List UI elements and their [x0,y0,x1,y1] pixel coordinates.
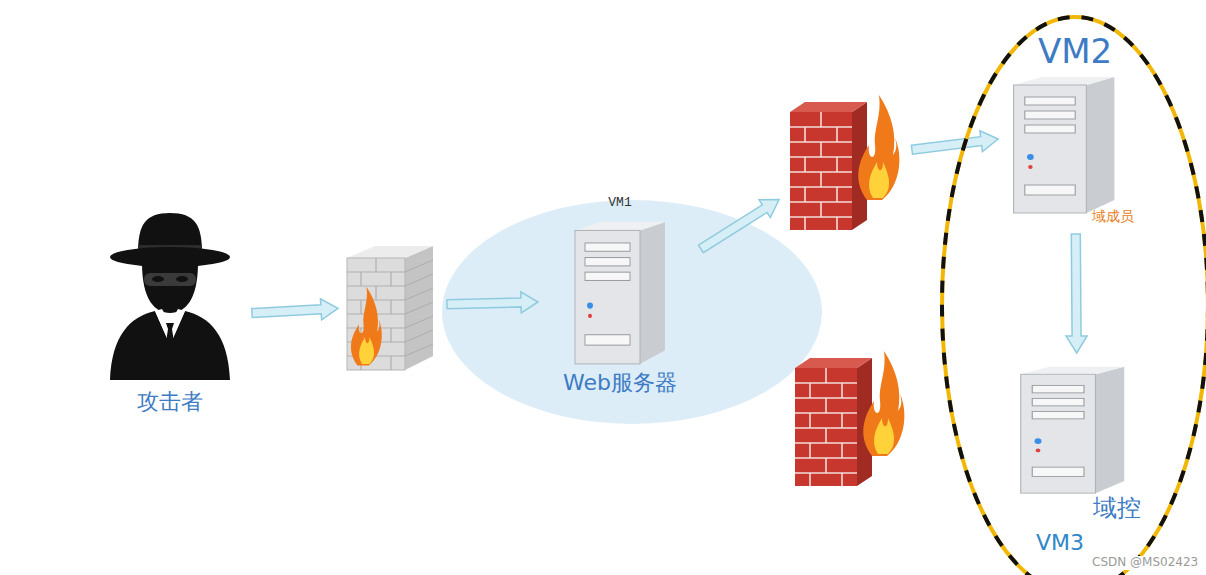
domain-controller-server: 域控 VM3 [1010,360,1145,560]
server-label: Web服务器 [563,370,677,395]
server-icon [1015,365,1130,495]
domain-member-server: VM2 域成员 [1005,32,1145,227]
flow-arrow [911,131,998,154]
firewall-red [785,82,905,234]
watermark: CSDN @MS02423 [1092,556,1198,570]
server-icon [1008,75,1120,215]
flow-arrow [699,200,780,253]
role-label: 域成员 [1092,208,1134,224]
flow-arrow [1066,234,1087,353]
flow-arrow [447,292,538,313]
firewall-red [790,338,910,490]
vm-label: VM2 [1035,32,1115,71]
fwred-icon [790,338,910,490]
web-server: VM1Web服务器 [545,196,695,404]
fwgray-icon [345,238,440,373]
server-icon [570,220,670,366]
vm-label: VM1 [608,196,631,211]
web-zone-ellipse [442,200,822,424]
vm-label: VM3 [1036,530,1084,555]
domain-ring: VM2 域成员域控 VM3 [940,15,1206,575]
fwred-icon [785,82,905,234]
attacker-icon [100,205,240,380]
role-label: 域控 [1093,495,1141,523]
attacker-figure: 攻击者 [95,205,245,430]
flow-arrow [252,299,338,320]
firewall-gray [345,238,440,373]
actor-label: 攻击者 [137,389,203,414]
